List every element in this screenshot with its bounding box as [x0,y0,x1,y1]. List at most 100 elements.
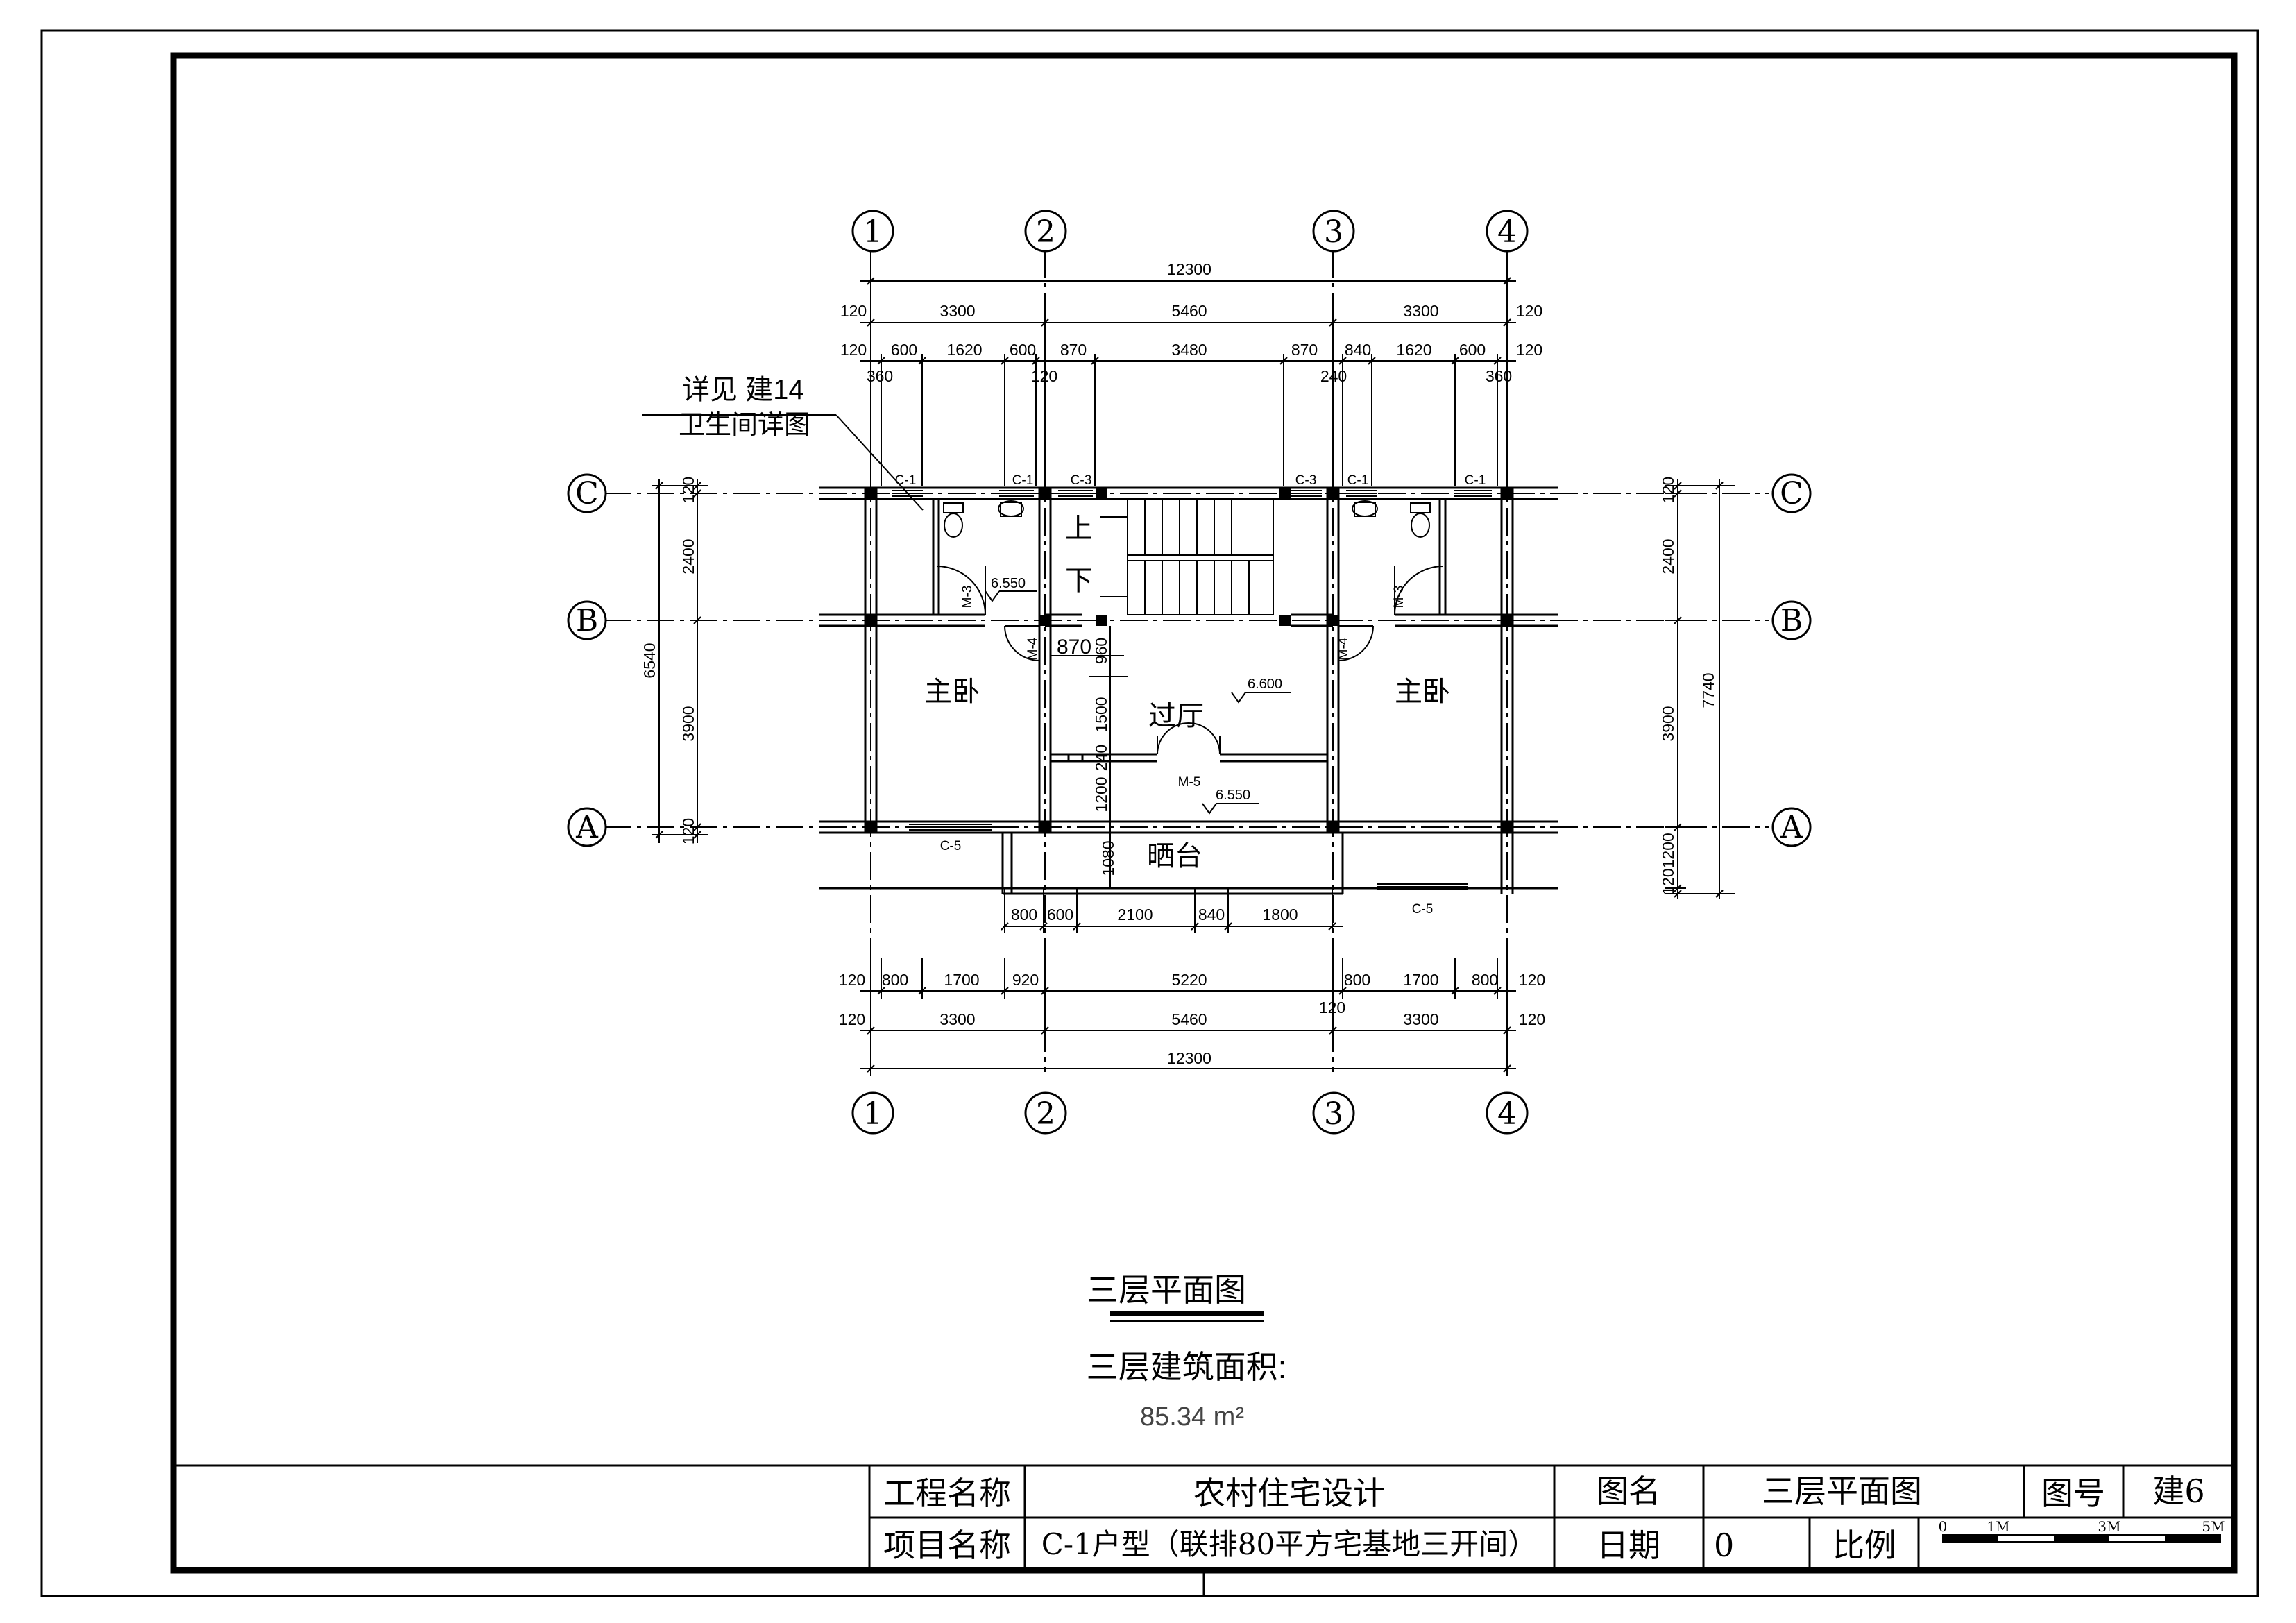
svg-text:870: 870 [1291,341,1318,359]
axis-bubble-1-top: 1 [851,210,894,253]
level-mark-hall: 6.600 [1231,677,1291,704]
windows [892,490,1492,890]
svg-text:3900: 3900 [679,706,697,741]
top-dimension-text: 12300 120 3300 5460 3300 120 120 600 162… [840,260,1542,385]
svg-text:0: 0 [1939,1518,1948,1535]
room-label-terrace: 晒台 [1147,841,1202,872]
svg-text:5220: 5220 [1171,971,1207,989]
svg-text:1700: 1700 [1403,971,1438,989]
svg-text:1500: 1500 [1092,697,1110,732]
svg-text:5460: 5460 [1171,302,1207,320]
title-block: 工程名称 农村住宅设计 项目名称 C-1户型（联排80平方宅基地三开间） 图名 … [173,1464,2234,1570]
svg-text:600: 600 [891,341,917,359]
svg-text:6.600: 6.600 [1248,677,1282,692]
callout-toilet-detail: 详见 建14 卫生间详图 [642,375,924,511]
svg-text:3: 3 [1324,214,1343,250]
svg-text:870: 870 [1060,341,1087,359]
svg-text:1620: 1620 [1396,341,1431,359]
toilet-fixtures [943,500,1431,538]
svg-text:12300: 12300 [1167,1049,1211,1067]
svg-text:800: 800 [1011,906,1037,924]
svg-text:M-4: M-4 [1336,637,1351,660]
svg-text:6540: 6540 [640,643,658,678]
svg-text:C-1: C-1 [1347,473,1369,488]
svg-text:120: 120 [1519,1010,1545,1028]
svg-text:C-1: C-1 [895,473,917,488]
svg-text:4: 4 [1497,1096,1517,1132]
area-label: 三层建筑面积: [1087,1349,1287,1385]
stair [1100,498,1274,615]
svg-text:600: 600 [1047,906,1073,924]
axis-bubble-2-bottom: 2 [1024,1091,1067,1135]
svg-text:120: 120 [1516,341,1542,359]
svg-text:120: 120 [839,1010,865,1028]
drawing-title: 三层平面图 [1087,1272,1246,1308]
svg-text:1700: 1700 [944,971,979,989]
svg-text:120: 120 [840,341,867,359]
axis-bubble-2-top: 2 [1024,210,1067,253]
svg-text:C-5: C-5 [1412,902,1434,917]
level-mark-toilet: 6.550 [985,576,1037,602]
svg-text:3300: 3300 [939,302,975,320]
svg-text:240: 240 [1092,745,1110,771]
svg-text:3M: 3M [2098,1518,2120,1535]
axis-bubble-C-right: C [1771,473,1812,513]
svg-text:1M: 1M [1987,1518,2009,1535]
svg-text:C-1: C-1 [1465,473,1486,488]
interior-dimension-text: 870 960 1500 240 1200 1080 [1057,636,1117,876]
outer-border [40,29,2259,1597]
stair-label-up: 上 [1065,513,1093,544]
axis-bubble-3-bottom: 3 [1312,1091,1355,1135]
svg-text:C-3: C-3 [1295,473,1317,488]
svg-text:6.550: 6.550 [1216,788,1250,803]
svg-text:3900: 3900 [1659,706,1677,741]
svg-text:870: 870 [1057,636,1091,658]
bottom-dimension-lines [860,888,1516,1076]
svg-text:M-4: M-4 [1026,637,1040,660]
level-mark-terrace: 6.550 [1202,788,1259,815]
svg-text:1620: 1620 [946,341,982,359]
svg-text:C: C [575,476,599,511]
axis-bubble-A-left: A [567,807,607,847]
axis-bubbles: 1 2 3 4 1 2 3 4 C B A C B A [567,210,1812,1135]
svg-text:M-3: M-3 [960,586,975,609]
svg-text:B: B [576,603,598,638]
svg-text:120: 120 [839,971,865,989]
svg-text:4: 4 [1497,214,1517,250]
svg-text:2400: 2400 [679,538,697,574]
axis-bubble-4-top: 4 [1486,210,1529,253]
svg-text:1201200: 1201200 [1659,833,1677,895]
svg-text:卫生间详图: 卫生间详图 [679,411,810,440]
svg-text:920: 920 [1012,971,1039,989]
svg-text:240: 240 [1320,367,1347,385]
room-label-bedroom-left: 主卧 [924,677,980,707]
svg-text:C-1: C-1 [1012,473,1034,488]
tb-scale-label: 比例 [1832,1527,1896,1563]
columns [865,488,1513,833]
svg-text:120: 120 [1031,367,1057,385]
side-dimension-text: 120 2400 3900 120 6540 120 2400 3900 120… [640,477,1717,895]
svg-text:M-3: M-3 [1392,586,1406,609]
axis-bubble-B-right: B [1771,600,1812,640]
svg-text:5M: 5M [2202,1518,2225,1535]
svg-text:1800: 1800 [1262,906,1298,924]
svg-text:A: A [575,810,599,845]
svg-text:840: 840 [1198,906,1225,924]
side-dimension-lines [652,479,1735,899]
svg-text:5460: 5460 [1171,1010,1207,1028]
tb-item-label: 项目名称 [883,1527,1011,1563]
svg-text:2400: 2400 [1659,538,1677,574]
svg-text:6.550: 6.550 [991,576,1026,591]
svg-text:120: 120 [1659,477,1677,503]
walls [819,486,1558,895]
svg-text:600: 600 [1010,341,1036,359]
svg-text:800: 800 [1472,971,1498,989]
svg-text:1: 1 [863,1096,883,1132]
svg-text:1200: 1200 [1092,776,1110,812]
level-marks: 6.550 6.600 6.550 [985,576,1291,815]
drawing-title-block: 三层平面图 三层建筑面积: 85.34 m² [1087,1272,1287,1431]
svg-text:120: 120 [1516,302,1542,320]
svg-text:2: 2 [1036,1096,1055,1132]
stair-label-down: 下 [1065,566,1093,596]
